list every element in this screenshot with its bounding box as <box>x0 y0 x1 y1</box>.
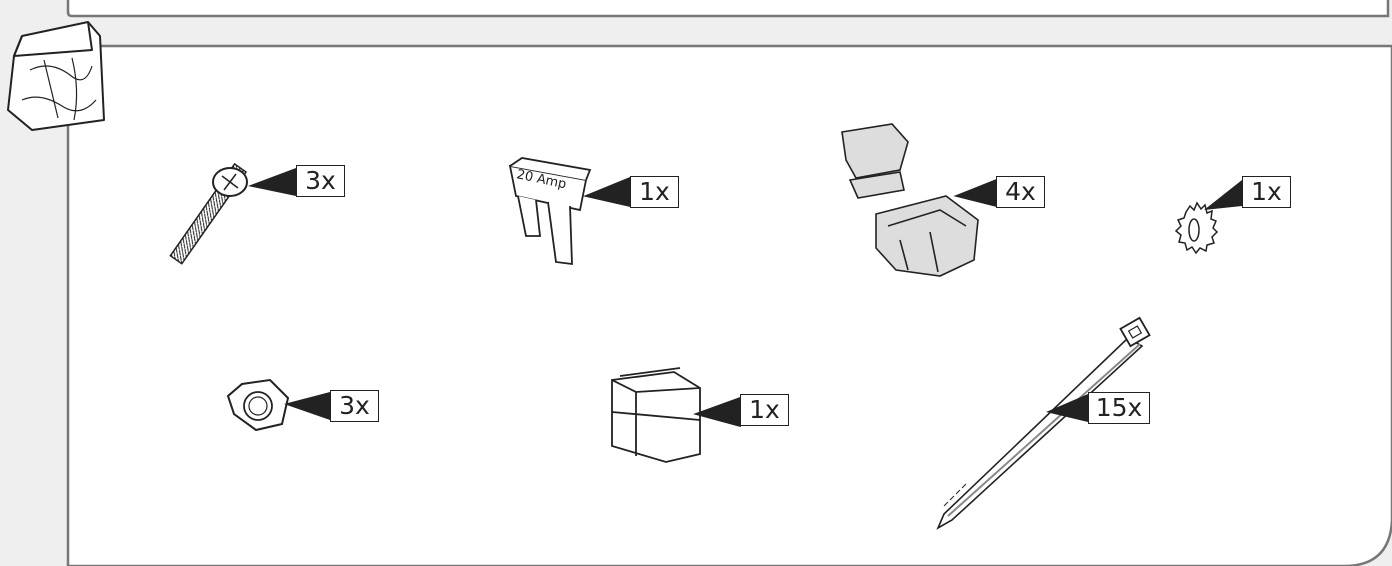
lock-washer-drawing <box>1174 180 1242 255</box>
qty-label-fuse-holder-cover: 1x <box>740 394 789 426</box>
fuse-drawing <box>508 157 631 266</box>
hex-nut-drawing <box>226 378 330 432</box>
screw-drawing <box>169 162 296 265</box>
qty-label-screw: 3x <box>296 165 345 197</box>
cable-tie-drawing <box>936 316 1151 530</box>
wire-tap-connector-drawing <box>841 123 997 277</box>
qty-label-wire-tap-connector: 4x <box>996 176 1045 208</box>
fuse-holder-cover-drawing <box>611 367 741 463</box>
qty-label-hex-nut: 3x <box>330 390 379 422</box>
qty-label-lock-washer: 1x <box>1242 176 1291 208</box>
qty-label-fuse: 1x <box>630 176 679 208</box>
qty-label-cable-tie: 15x <box>1088 392 1150 424</box>
